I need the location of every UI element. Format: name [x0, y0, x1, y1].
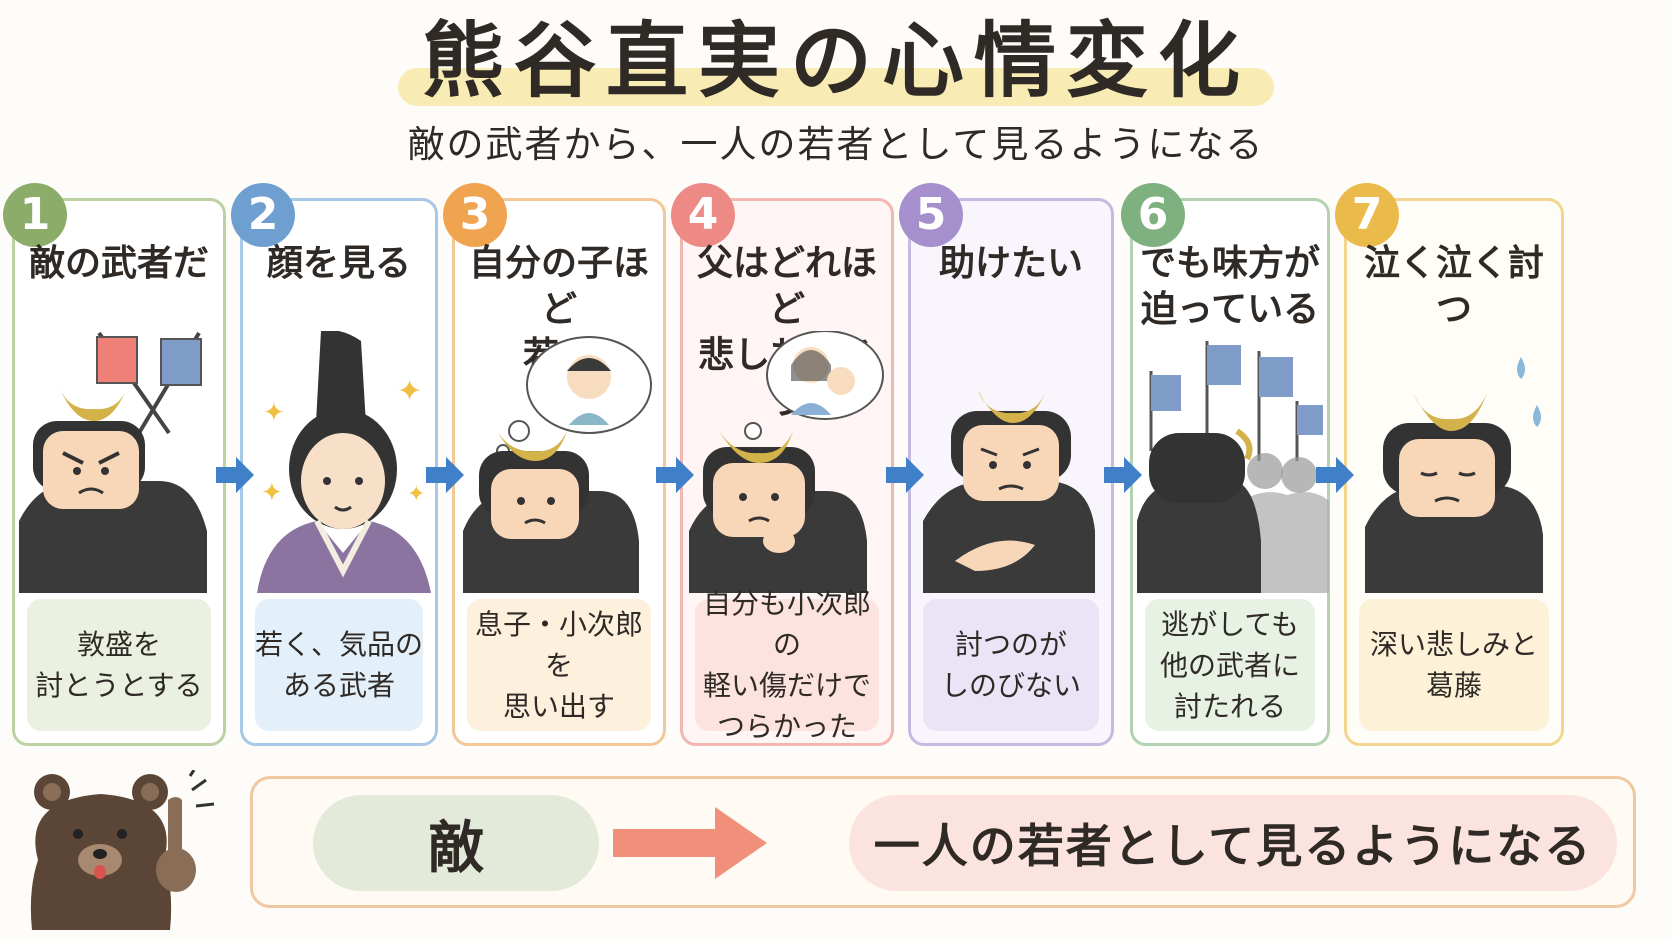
- big-right-arrow-icon: [613, 807, 767, 879]
- step-panel-2: 2 顔を見る ✦ ✦ ✦ ✦ 若く、気品の ある武者: [231, 183, 438, 746]
- step-caption: 深い悲しみと 葛藤: [1359, 599, 1549, 731]
- step-panel-7: 7 泣く泣く討つ 深い悲しみと 葛藤: [1335, 183, 1564, 746]
- step-caption: 息子・小次郎を 思い出す: [467, 599, 651, 731]
- svg-text:✦: ✦: [261, 478, 283, 508]
- step-caption: 逃がしても 他の武者に 討たれる: [1145, 599, 1315, 731]
- step-number-badge: 6: [1121, 183, 1185, 247]
- step-title: 顔を見る: [266, 243, 411, 284]
- step-title: 泣く泣く討つ: [1363, 243, 1544, 330]
- right-arrow-icon: [656, 457, 694, 493]
- summary-from: 敵: [313, 795, 599, 891]
- young-noble-atsumori-illustration: ✦ ✦ ✦ ✦: [257, 331, 431, 593]
- svg-text:✦: ✦: [407, 482, 425, 507]
- step-panel-4: 4 父はどれほど 悲しむだろう 自分も小次郎の 軽い傷だけで つらかった: [671, 183, 894, 746]
- step-number-badge: 4: [671, 183, 735, 247]
- page-subtitle: 敵の武者から、一人の若者として見るようになる: [407, 123, 1265, 166]
- samurai-thinking-of-son-illustration: [463, 336, 652, 593]
- step-number-badge: 5: [899, 183, 963, 247]
- right-arrow-icon: [1316, 457, 1354, 493]
- step-caption: 若く、気品の ある武者: [255, 599, 423, 731]
- step-panel-6: 6 でも味方が 迫っている 逃がしても 他の武者に 討たれる: [1121, 183, 1330, 746]
- sad-samurai-with-tears-illustration: [1365, 357, 1543, 593]
- title-area: 熊谷直実の心情変化: [0, 14, 1672, 110]
- step-title: でも味方が 迫っている: [1139, 243, 1320, 330]
- samurai-reaching-out-illustration: [923, 389, 1095, 593]
- right-arrow-icon: [216, 457, 254, 493]
- step-title: 敵の武者だ: [28, 243, 209, 284]
- step-number-badge: 2: [231, 183, 295, 247]
- step-number-badge: 3: [443, 183, 507, 247]
- summary-box: 敵 一人の若者として見るようになる: [250, 776, 1636, 908]
- right-arrow-icon: [886, 457, 924, 493]
- svg-text:✦: ✦: [397, 374, 422, 409]
- right-arrow-icon: [426, 457, 464, 493]
- page-title: 熊谷直実の心情変化: [421, 14, 1250, 109]
- step-panel-5: 5 助けたい 討つのが しのびない: [899, 183, 1114, 746]
- allies-approaching-illustration: [1137, 341, 1329, 593]
- step-panel-3: 3 自分の子ほど 若い 息子・小次郎を 思い出す: [443, 183, 666, 746]
- step-number-badge: 7: [1335, 183, 1399, 247]
- bear-mascot-illustration: [30, 770, 215, 930]
- right-arrow-icon: [1104, 457, 1142, 493]
- step-caption: 自分も小次郎の 軽い傷だけで つらかった: [695, 587, 879, 743]
- step-caption: 敦盛を 討とうとする: [27, 599, 211, 731]
- title-highlight: [398, 68, 1274, 106]
- step-caption: 討つのが しのびない: [923, 599, 1099, 731]
- summary-to: 一人の若者として見るようになる: [849, 795, 1617, 891]
- angry-samurai-with-flags-illustration: [19, 331, 207, 593]
- step-title: 助けたい: [938, 243, 1083, 284]
- svg-text:✦: ✦: [263, 398, 285, 428]
- step-panel-1: 1 敵の武者だ 敦盛を 討とうとする: [3, 183, 226, 746]
- step-number-badge: 1: [3, 183, 67, 247]
- samurai-thinking-of-parent-illustration: [689, 331, 884, 593]
